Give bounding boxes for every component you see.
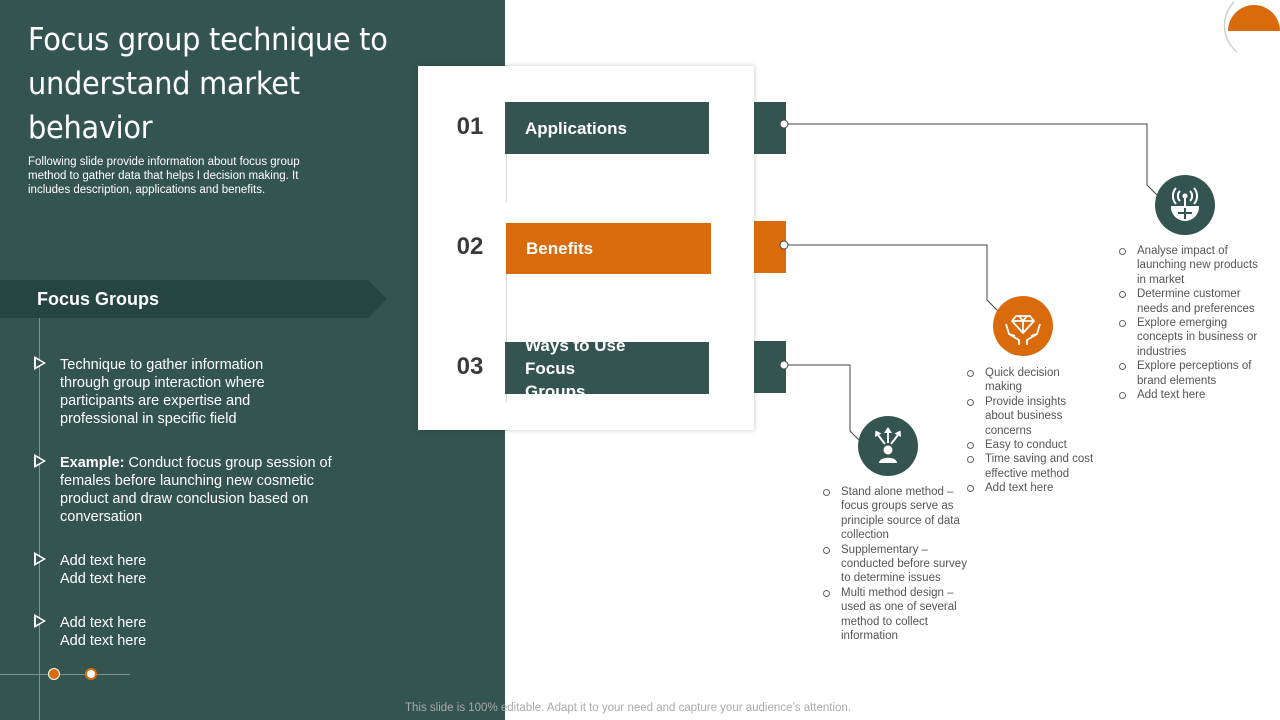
list-item: Time saving and cost effective method bbox=[965, 452, 1095, 481]
footer-note: This slide is 100% editable. Adapt it to… bbox=[405, 702, 852, 714]
section-bar-ways-to-use: Ways to Use Focus Groups bbox=[505, 336, 709, 401]
list-item: Quick decision making bbox=[965, 366, 1095, 395]
triangle-bullet-icon bbox=[34, 356, 46, 370]
triangle-bullet-icon bbox=[34, 454, 46, 468]
timeline-vertical-line bbox=[39, 318, 40, 720]
triangle-bullet-icon bbox=[34, 552, 46, 566]
list-item: Stand alone method – focus groups serve … bbox=[821, 485, 971, 543]
connector-ways-to-use bbox=[784, 364, 864, 445]
list-item: Add text here bbox=[1117, 388, 1267, 402]
list-item: Explore emerging concepts in business or… bbox=[1117, 316, 1267, 359]
connector-benefits bbox=[784, 244, 1001, 314]
page-subtitle: Following slide provide information abou… bbox=[28, 156, 300, 196]
page-title: Focus group technique to understand mark… bbox=[28, 22, 388, 146]
focus-bullet-3: Add text here Add text here bbox=[34, 552, 159, 588]
timeline-dot-white bbox=[85, 668, 97, 680]
focus-bullet-4: Add text here Add text here bbox=[34, 614, 159, 650]
focus-bullet-1-text: Technique to gather information through … bbox=[60, 357, 265, 427]
connector-node bbox=[779, 119, 789, 129]
list-item: Provide insights about business concerns bbox=[965, 395, 1095, 438]
focus-groups-ribbon: Focus Groups bbox=[0, 280, 387, 318]
focus-bullet-2: Example: Conduct focus group session of … bbox=[34, 454, 334, 526]
section-number-01: 01 bbox=[456, 113, 484, 140]
list-item: Explore perceptions of brand elements bbox=[1117, 359, 1267, 388]
timeline-dot-orange bbox=[48, 668, 60, 680]
list-item: Supplementary – conducted before survey … bbox=[821, 543, 971, 586]
benefits-list: Quick decision making Provide insights a… bbox=[965, 366, 1095, 496]
focus-bullet-2-text: Conduct focus group session of females b… bbox=[60, 455, 332, 525]
focus-bullet-1: Technique to gather information through … bbox=[34, 356, 284, 428]
section-bar-applications: Applications bbox=[505, 102, 709, 154]
triangle-bullet-icon bbox=[34, 614, 46, 628]
connector-node bbox=[779, 360, 789, 370]
section-label-applications: Applications bbox=[525, 118, 628, 138]
section-tab-applications bbox=[754, 102, 786, 154]
corner-decoration bbox=[1223, 1, 1280, 53]
ways-to-use-list: Stand alone method – focus groups serve … bbox=[821, 485, 971, 643]
timeline-horizontal-line bbox=[0, 674, 130, 675]
section-label-benefits: Benefits bbox=[526, 239, 594, 258]
list-item: Multi method design – used as one of sev… bbox=[821, 586, 971, 644]
focus-bullet-4-text: Add text here Add text here bbox=[60, 615, 147, 649]
list-item: Add text here bbox=[965, 481, 1095, 495]
diamond-hands-icon bbox=[993, 296, 1053, 356]
focus-groups-heading: Focus Groups bbox=[37, 289, 160, 309]
card-divider bbox=[506, 226, 507, 326]
section-label-ways-to-use: Ways to Use Focus Groups bbox=[525, 335, 626, 401]
focus-bullet-3-text: Add text here Add text here bbox=[60, 553, 147, 587]
section-number-02: 02 bbox=[456, 233, 484, 260]
list-item: Easy to conduct bbox=[965, 438, 1095, 452]
section-bar-benefits: Benefits bbox=[506, 223, 711, 274]
connector-node bbox=[779, 240, 789, 250]
applications-list: Analyse impact of launching new products… bbox=[1117, 244, 1267, 402]
antenna-globe-icon bbox=[1155, 175, 1215, 235]
list-item: Analyse impact of launching new products… bbox=[1117, 244, 1267, 287]
list-item: Determine customer needs and preferences bbox=[1117, 287, 1267, 316]
connector-applications bbox=[784, 123, 1161, 199]
section-number-03: 03 bbox=[456, 353, 484, 380]
focus-bullet-2-bold: Example: bbox=[60, 455, 125, 471]
person-arrows-icon bbox=[858, 416, 918, 476]
